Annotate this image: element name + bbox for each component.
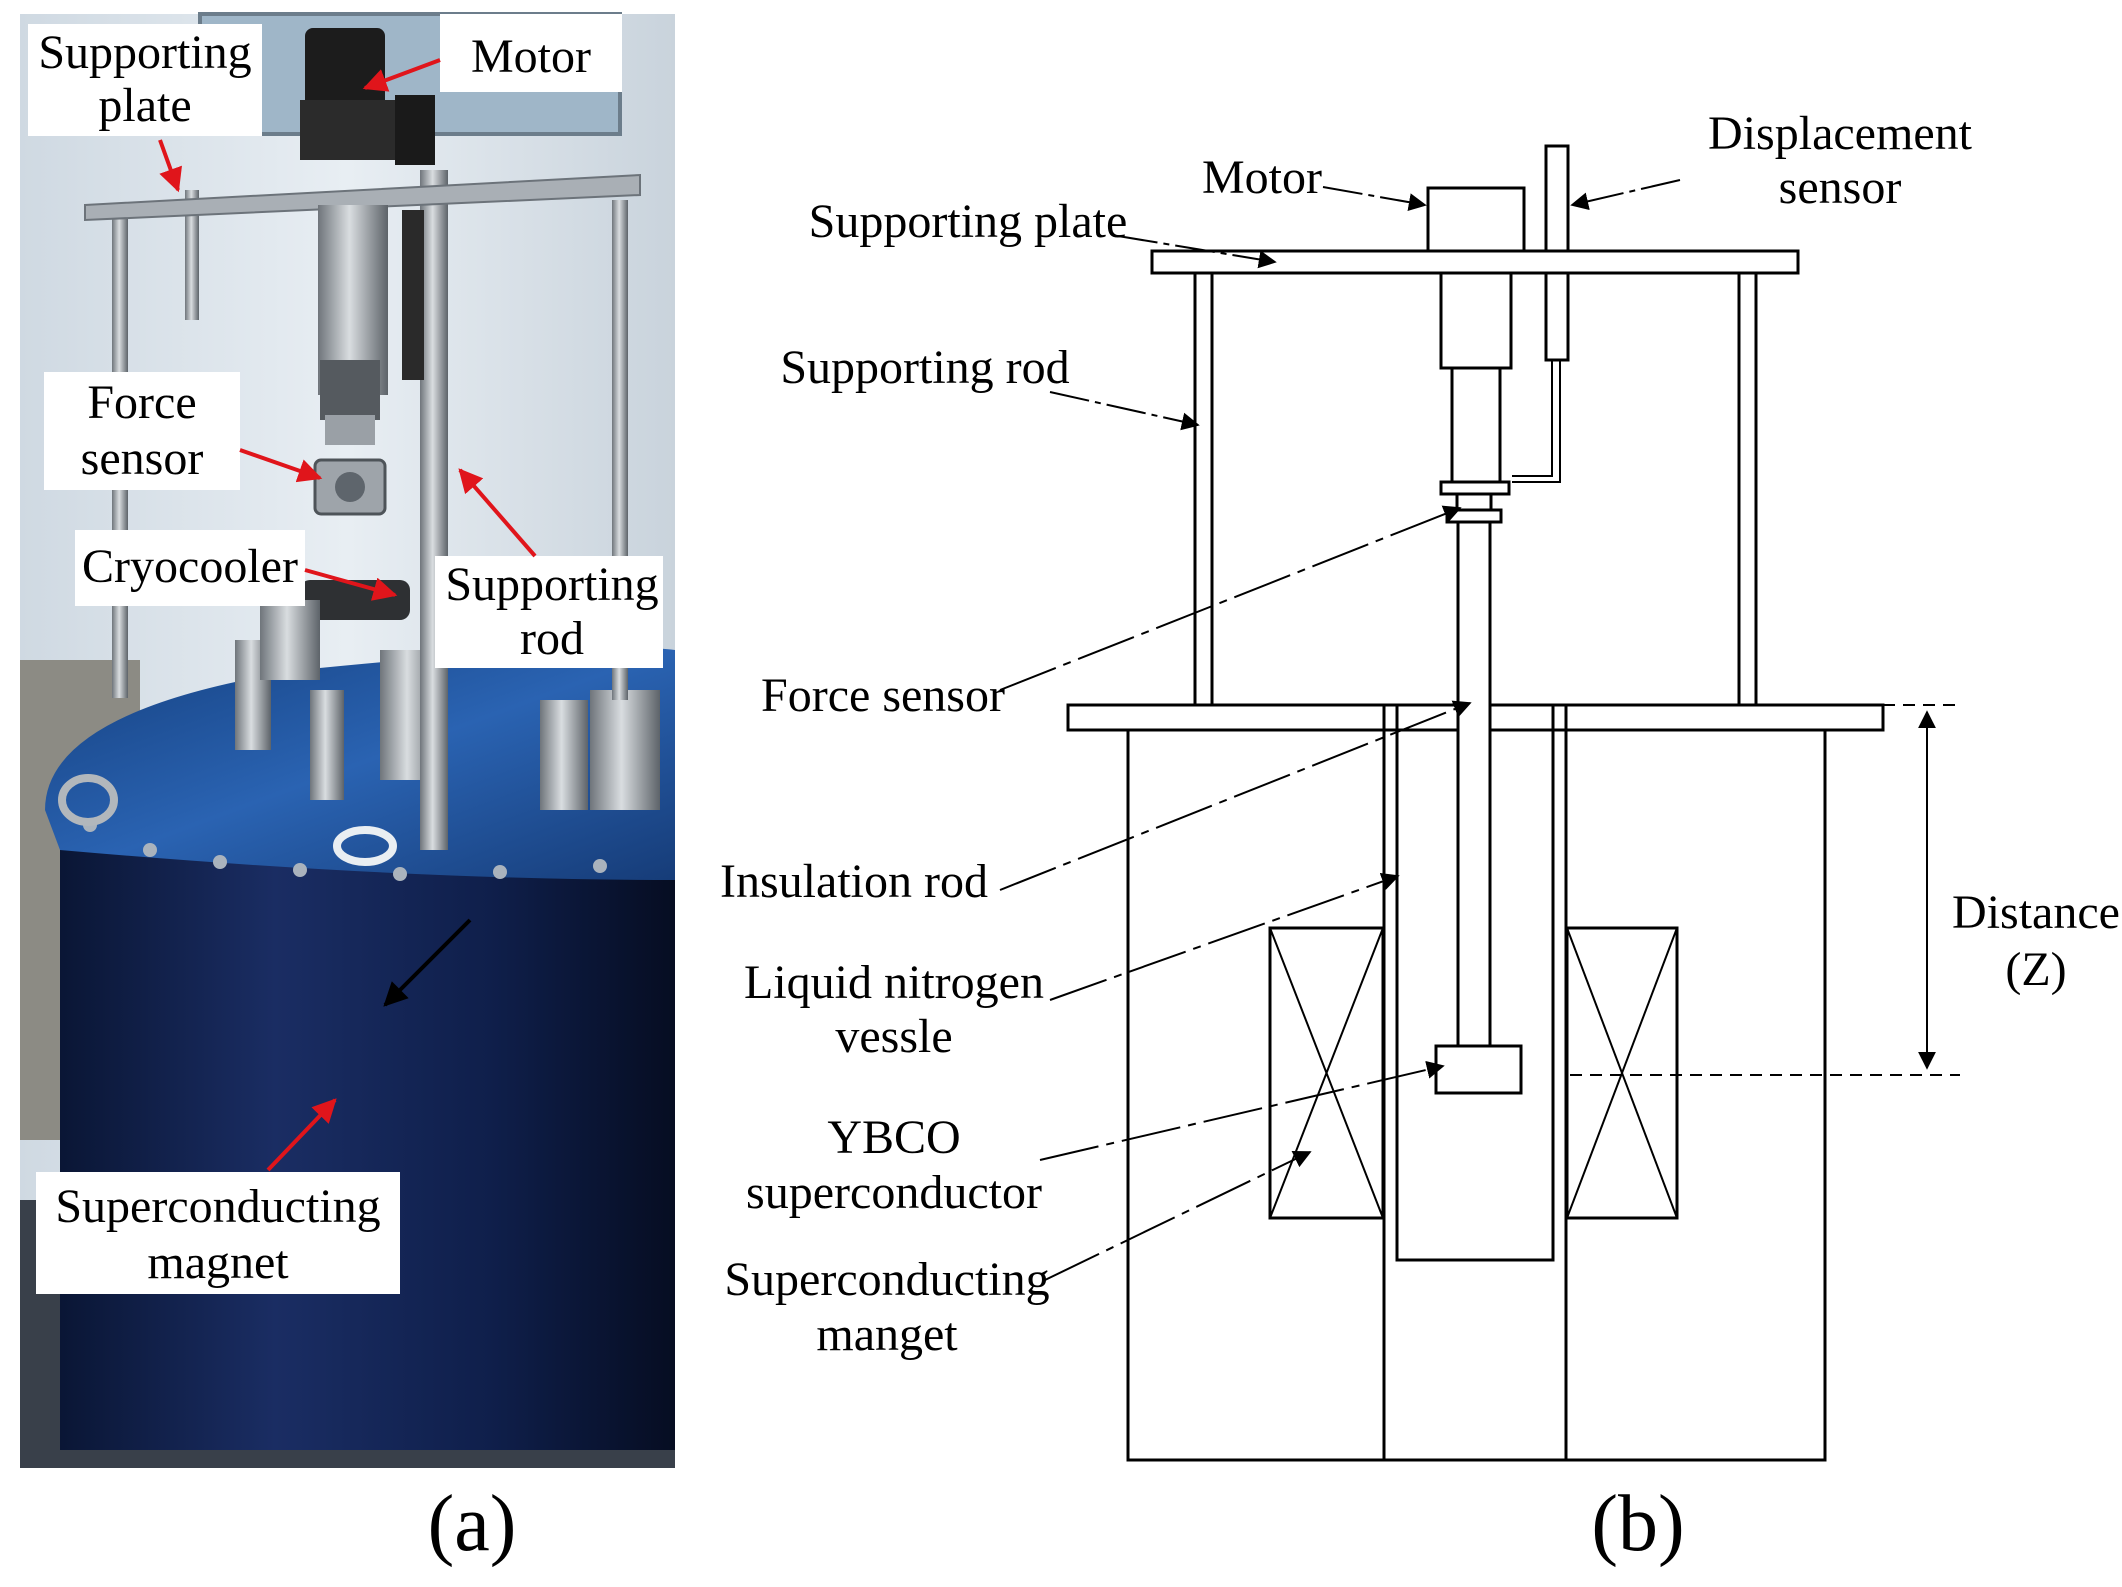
arrow-a-motor [362, 58, 441, 92]
arrow-a-rod [458, 468, 537, 558]
label-b-magnet-1: Superconducting [724, 1253, 1049, 1306]
label-b-vessel-2: vessle [835, 1010, 952, 1063]
schematic-drive-lower [1450, 366, 1502, 484]
label-a-supporting-plate-2: plate [98, 79, 191, 132]
label-a-supporting-plate-1: Supporting [38, 26, 251, 79]
label-b-supporting-plate: Supporting plate [809, 195, 1128, 248]
label-a-magnet-2: magnet [147, 1236, 289, 1289]
label-b-distance-2: (Z) [2005, 943, 2066, 996]
schematic-ln2-vessel [1395, 705, 1555, 1262]
schematic-force-sensor-bottom [1445, 508, 1503, 524]
schematic-ybco [1434, 1044, 1523, 1095]
schematic-supporting-rod-right [1737, 271, 1758, 707]
magnet-cylinder [60, 800, 675, 1450]
panel-b-schematic: Motor Displacement sensor Supporting pla… [720, 107, 2120, 1462]
label-b-supporting-rod: Supporting rod [780, 341, 1069, 394]
schematic-drive-upper [1439, 271, 1513, 370]
caption-b: (b) [1591, 1480, 1684, 1568]
label-b-force-sensor: Force sensor [761, 669, 1005, 722]
label-b-vessel-1: Liquid nitrogen [744, 956, 1044, 1009]
schematic-insulation-rod [1456, 520, 1492, 1048]
panel-a-photo: Supporting plate Motor Force sensor Cryo… [20, 12, 675, 1468]
label-b-ybco-2: superconductor [746, 1166, 1042, 1219]
label-a-motor: Motor [471, 30, 591, 83]
label-b-insulation-rod: Insulation rod [720, 855, 988, 908]
label-a-supporting-rod-1: Supporting [445, 558, 658, 611]
label-b-magnet-2: manget [816, 1308, 958, 1361]
caption-a: (a) [428, 1480, 517, 1568]
panel-b-leaders [999, 179, 1681, 1281]
schematic-supporting-plate [1150, 249, 1800, 275]
photo-force-sensor [313, 458, 387, 516]
motor-assembly [300, 28, 435, 445]
label-b-motor: Motor [1202, 151, 1322, 204]
photo-support-plate [84, 173, 641, 222]
sensor-connector-outer [1512, 360, 1561, 483]
arrow-a-magnet-black [383, 918, 472, 1007]
schematic-displacement-sensor-top [1544, 144, 1570, 253]
schematic-force-sensor-mid [1455, 492, 1493, 512]
panel-a-labels: Supporting plate Motor Force sensor Cryo… [28, 14, 663, 1294]
arrow-a-force [239, 448, 323, 483]
schematic-magnet-coil-left [1268, 926, 1385, 1220]
schematic-force-sensor-top [1439, 480, 1511, 496]
arrow-a-cryo [304, 568, 398, 601]
label-a-supporting-rod-2: rod [520, 612, 584, 665]
schematic-magnet-coil-right [1565, 926, 1679, 1220]
schematic-displacement-sensor-bottom [1544, 271, 1570, 362]
label-b-ybco-1: YBCO [827, 1111, 960, 1164]
label-a-magnet-1: Superconducting [55, 1180, 380, 1233]
schematic-motor [1426, 186, 1526, 253]
arrow-a-magnet [266, 1098, 337, 1172]
label-b-displacement-2: sensor [1779, 161, 1902, 214]
label-b-displacement-1: Displacement [1708, 107, 1973, 160]
schematic-supporting-rod-left [1193, 271, 1214, 707]
sensor-connector-inner [1512, 360, 1553, 477]
label-a-force-sensor-2: sensor [81, 432, 204, 485]
magnet-lid [45, 647, 675, 880]
label-a-cryocooler: Cryocooler [82, 540, 298, 593]
arrow-a-plate [158, 139, 182, 193]
label-b-distance-1: Distance [1952, 886, 2120, 939]
label-a-force-sensor-1: Force [87, 376, 196, 429]
